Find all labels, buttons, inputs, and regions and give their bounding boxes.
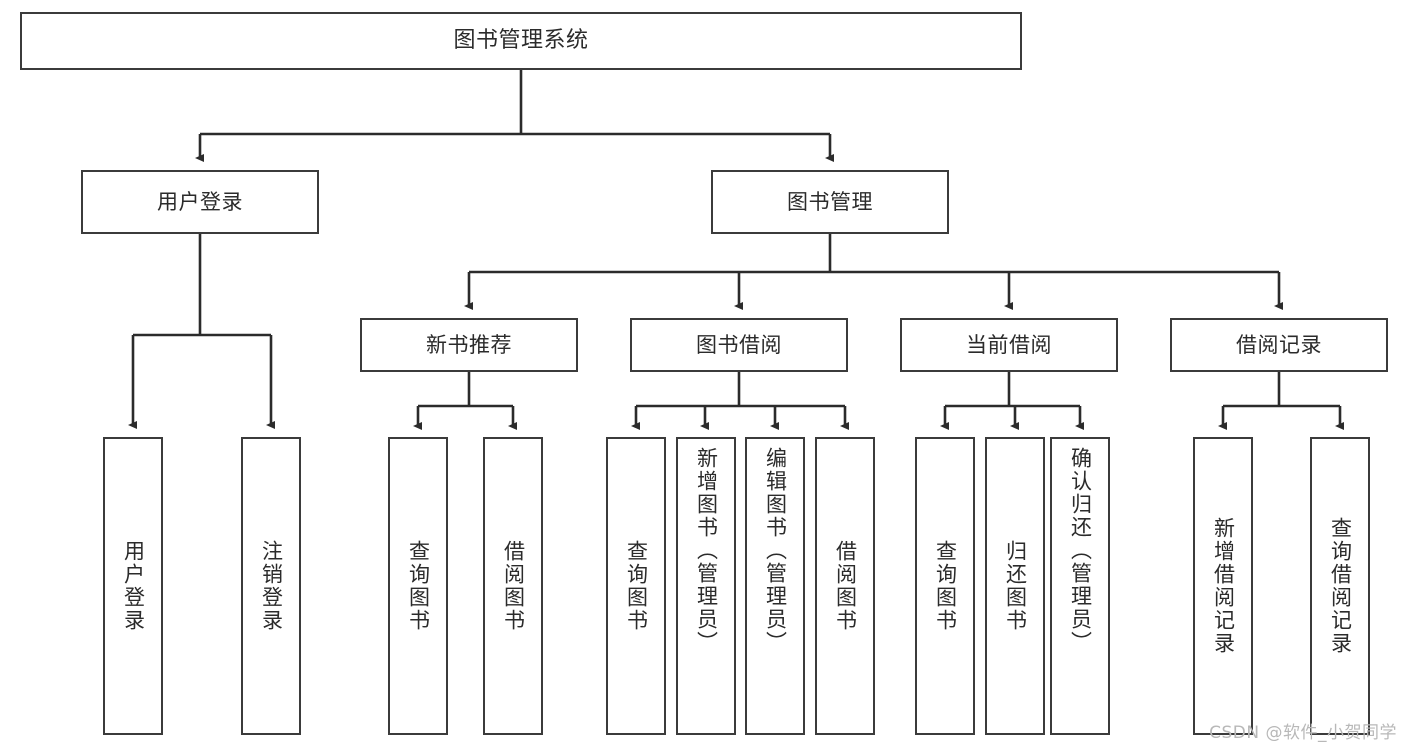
node-label: 新增图书（管理员）	[694, 447, 719, 654]
node-label: 用户登录	[157, 189, 243, 214]
node-label: 借阅图书	[833, 540, 858, 632]
node-label: 查询图书	[624, 540, 649, 632]
node-book-borrow[interactable]: 图书借阅	[630, 318, 848, 372]
node-borrow-record[interactable]: 借阅记录	[1170, 318, 1388, 372]
node-leaf-query-book-3[interactable]: 查询图书	[915, 437, 975, 735]
node-label: 图书借阅	[696, 332, 782, 357]
node-current-borrow[interactable]: 当前借阅	[900, 318, 1118, 372]
node-label: 借阅图书	[501, 540, 526, 632]
node-leaf-query-borrow-record[interactable]: 查询借阅记录	[1310, 437, 1370, 735]
node-new-book-recommend[interactable]: 新书推荐	[360, 318, 578, 372]
node-leaf-add-book[interactable]: 新增图书（管理员）	[676, 437, 736, 735]
node-label: 查询图书	[406, 540, 431, 632]
node-user-login[interactable]: 用户登录	[81, 170, 319, 234]
node-leaf-logout-login[interactable]: 注销登录	[241, 437, 301, 735]
node-leaf-edit-book[interactable]: 编辑图书（管理员）	[745, 437, 805, 735]
node-label: 归还图书	[1003, 540, 1028, 632]
csdn-watermark: CSDN @软件_小贺同学	[1209, 723, 1397, 743]
node-leaf-borrow-book-2[interactable]: 借阅图书	[815, 437, 875, 735]
node-leaf-confirm-return[interactable]: 确认归还（管理员）	[1050, 437, 1110, 735]
node-label: 查询图书	[933, 540, 958, 632]
node-label: 注销登录	[259, 540, 284, 632]
node-label: 图书管理	[787, 189, 873, 214]
node-label: 图书管理系统	[453, 28, 589, 54]
node-root-book-management-system[interactable]: 图书管理系统	[20, 12, 1022, 70]
node-leaf-user-login[interactable]: 用户登录	[103, 437, 163, 735]
node-leaf-query-book-2[interactable]: 查询图书	[606, 437, 666, 735]
node-label: 编辑图书（管理员）	[763, 447, 788, 654]
node-label: 新书推荐	[426, 332, 512, 357]
node-leaf-query-book-1[interactable]: 查询图书	[388, 437, 448, 735]
node-leaf-return-book[interactable]: 归还图书	[985, 437, 1045, 735]
node-book-management[interactable]: 图书管理	[711, 170, 949, 234]
node-label: 查询借阅记录	[1328, 517, 1353, 655]
node-leaf-borrow-book-1[interactable]: 借阅图书	[483, 437, 543, 735]
node-label: 借阅记录	[1236, 332, 1322, 357]
node-label: 新增借阅记录	[1211, 517, 1236, 655]
node-leaf-add-borrow-record[interactable]: 新增借阅记录	[1193, 437, 1253, 735]
node-label: 确认归还（管理员）	[1068, 447, 1093, 654]
node-label: 当前借阅	[966, 332, 1052, 357]
node-label: 用户登录	[121, 540, 146, 632]
